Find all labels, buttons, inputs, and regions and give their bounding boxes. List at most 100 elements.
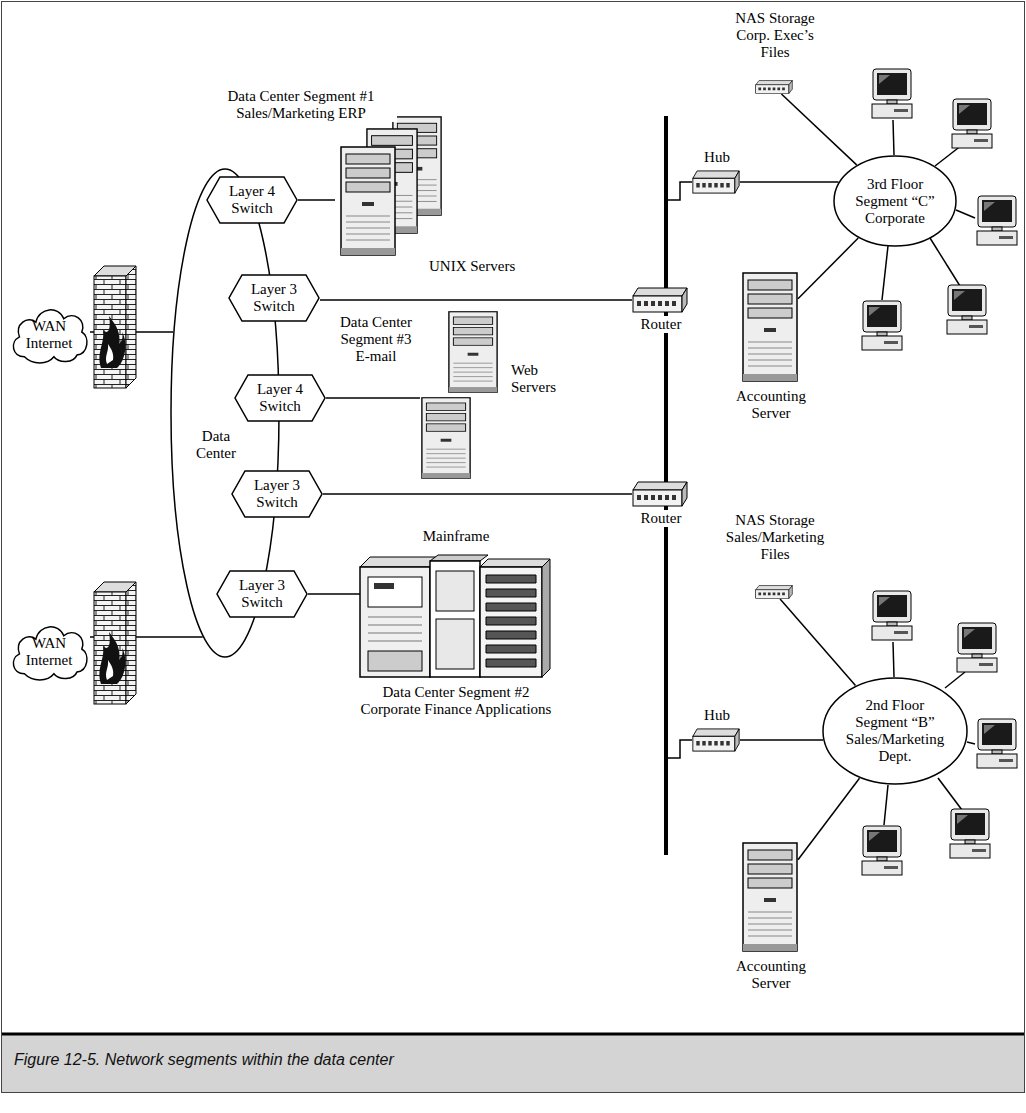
node-label: Layer 3 Switch (243, 281, 305, 315)
workstation-link (893, 642, 894, 677)
hub-icon (693, 729, 739, 751)
router-node: Router (632, 481, 688, 507)
caption-rule (2, 1033, 1024, 1036)
device-label: Mainframe (405, 528, 507, 545)
unix-servers-icon (341, 117, 441, 255)
network-link (740, 739, 823, 741)
server-icon (743, 843, 797, 951)
switch-hexagon: Layer 4 Switch (234, 374, 326, 422)
unix-servers-icon (341, 147, 395, 255)
workstation-link (956, 210, 975, 218)
node-label: Layer 3 Switch (231, 577, 293, 611)
switch-hexagon-shape (235, 375, 325, 421)
nas-icon (756, 586, 793, 599)
mainframe-icon (436, 571, 474, 611)
figure-caption: Figure 12-5. Network segments within the… (14, 1050, 394, 1070)
switch-hexagon: Layer 3 Switch (216, 570, 308, 618)
mainframe-icon (360, 555, 550, 677)
nas-node: NAS Storage Sales/Marketing Files (755, 585, 793, 599)
workstation-icon (872, 591, 912, 640)
mainframe-icon (360, 567, 430, 677)
node-label: WAN Internet (20, 318, 78, 352)
device-label: Data Center Segment #2 Corporate Finance… (355, 684, 557, 718)
network-link (740, 181, 839, 183)
device-label: Accounting Server (722, 958, 820, 992)
workstation-icon (952, 99, 992, 148)
mainframe-icon (360, 557, 440, 567)
device-label: Hub (696, 707, 738, 724)
mainframe-icon (430, 555, 488, 561)
device-label: NAS Storage Corp. Exec’s Files (722, 10, 828, 61)
device-label: Data Center Segment #1 Sales/Marketing E… (205, 88, 397, 122)
hub-node: Hub (692, 728, 740, 752)
web-servers-icon (449, 312, 497, 393)
node-label: Layer 4 Switch (221, 183, 283, 217)
web-servers-icon (422, 398, 470, 479)
workstation-icon (977, 196, 1017, 245)
mainframe-node: MainframeData Center Segment #2 Corporat… (360, 555, 550, 677)
switch-hexagon: Layer 3 Switch (228, 274, 320, 322)
device-label: Data Center (185, 428, 247, 462)
mainframe-icon (368, 577, 422, 607)
mainframe-icon (374, 583, 394, 589)
mainframe-icon (486, 575, 536, 667)
device-label: Accounting Server (722, 388, 820, 422)
workstation-icon (862, 301, 902, 350)
mainframe-icon (480, 559, 550, 567)
device-label: NAS Storage Sales/Marketing Files (722, 512, 828, 563)
device-label: Router (630, 316, 692, 333)
mainframe-icon (542, 559, 550, 677)
mainframe-icon (480, 567, 542, 677)
hub-link (666, 740, 692, 758)
cloud-node: WAN Internet (8, 616, 90, 682)
network-link (326, 397, 420, 399)
device-label: Router (630, 510, 692, 527)
mainframe-icon (368, 651, 422, 671)
workstation-link (893, 120, 894, 155)
mainframe-icon (430, 561, 480, 677)
device-label: Data Center Segment #3 E-mail (332, 314, 420, 365)
network-link (308, 593, 360, 595)
router-icon (633, 288, 687, 312)
network-link (320, 299, 632, 301)
mainframe-icon (368, 617, 422, 641)
workstation-icon (957, 623, 997, 672)
nas-node: NAS Storage Corp. Exec’s Files (755, 80, 793, 94)
node-label: WAN Internet (20, 635, 78, 669)
workstation-icon (872, 69, 912, 118)
network-link (781, 94, 856, 165)
network-link (298, 199, 335, 201)
node-label: Layer 3 Switch (246, 477, 308, 511)
switch-hexagon-shape (232, 471, 322, 517)
network-link (798, 238, 858, 299)
nas-icon (756, 81, 793, 94)
node-label: Layer 4 Switch (249, 381, 311, 415)
switch-hexagon: Layer 4 Switch (206, 176, 298, 224)
mainframe-icon (436, 619, 474, 669)
cloud-node-shape (13, 310, 87, 363)
server-node: Accounting Server (742, 842, 798, 952)
web-servers-icon (422, 312, 497, 479)
workstation-icon (862, 826, 902, 875)
workstation-icon (977, 719, 1017, 768)
node-label: 3rd Floor Segment “C” Corporate (849, 176, 941, 227)
segment-ellipse: 3rd Floor Segment “C” Corporate (833, 155, 957, 247)
workstation-link (945, 672, 965, 688)
workstation-link (882, 246, 888, 300)
firewall-icon (94, 582, 136, 704)
workstation-link (938, 778, 962, 810)
device-label: Web Servers (510, 362, 570, 396)
hub-link (666, 182, 692, 200)
firewall-icon (94, 266, 136, 388)
device-label: Hub (696, 149, 738, 166)
node-label: 2nd Floor Segment “B” Sales/Marketing De… (843, 697, 948, 765)
switch-hexagon: Layer 3 Switch (231, 470, 323, 518)
network-link (323, 493, 632, 495)
segment-ellipse: 2nd Floor Segment “B” Sales/Marketing De… (822, 677, 968, 785)
switch-hexagon-shape (207, 177, 297, 223)
router-icon (633, 482, 687, 506)
workstation-icon (950, 809, 990, 858)
segment-ellipse-shape (834, 156, 956, 246)
figure-frame (2, 2, 1025, 1093)
switch-hexagon-shape (229, 275, 319, 321)
